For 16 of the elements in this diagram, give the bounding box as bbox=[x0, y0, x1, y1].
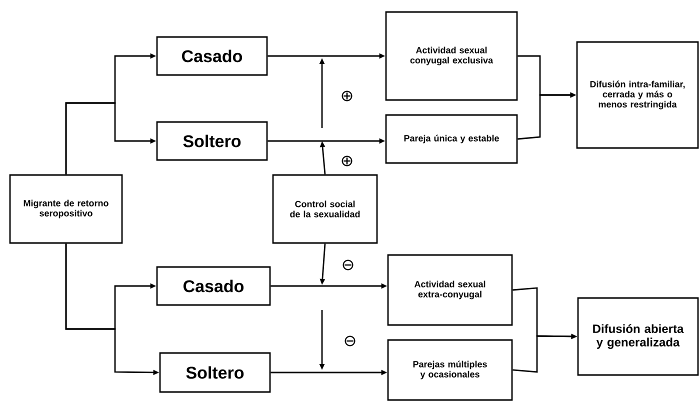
process-box: Pareja única y estable bbox=[385, 114, 518, 164]
process-box: Soltero bbox=[159, 352, 271, 393]
process-box: Difusión abierta y generalizada bbox=[577, 297, 699, 376]
sign-symbol: ⊕ bbox=[342, 156, 352, 166]
process-box: Difusión intra-familiar, cerrada y más o menos restringida bbox=[576, 41, 699, 149]
process-box: Casado bbox=[156, 36, 268, 76]
process-box: Migrante de retorno seropositivo bbox=[9, 174, 123, 244]
process-box: Casado bbox=[156, 266, 271, 306]
process-box: Parejas múltiples y ocasionales bbox=[387, 339, 513, 401]
sign-symbol: ⊕ bbox=[342, 90, 352, 102]
sign-symbol: ⊖ bbox=[344, 336, 356, 346]
process-box: Soltero bbox=[156, 121, 268, 161]
sign-symbol: ⊖ bbox=[342, 260, 354, 270]
process-box: Control social de la sexualidad bbox=[272, 174, 378, 244]
process-box: Actividad sexual extra-conyugal bbox=[387, 254, 513, 326]
process-box: Actividad sexual conyugal exclusiva bbox=[385, 11, 518, 101]
